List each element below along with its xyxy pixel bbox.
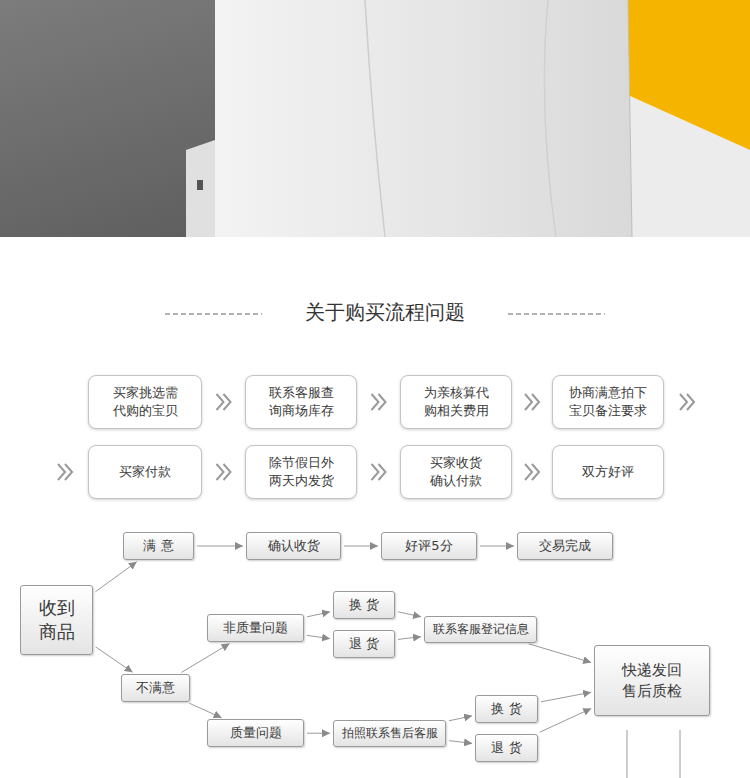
flow-arrow: [197, 546, 243, 547]
flow-arrow: [398, 637, 421, 640]
flow-box: 质量问题: [207, 719, 304, 747]
flow-arrow: [344, 546, 378, 547]
box-label: 退 货: [349, 635, 379, 653]
product-photo: [0, 0, 750, 237]
box-label: 买家挑选需 代购的宝贝: [109, 384, 181, 419]
flow-box: 退 货: [475, 734, 538, 762]
title-dash: [165, 314, 262, 315]
flow-arrow: [480, 546, 514, 547]
flow-arrow: [307, 612, 330, 617]
wall: [628, 0, 750, 237]
box-label: 联系客服登记信息: [433, 621, 529, 637]
flow-chevron: [217, 394, 231, 410]
title-text: 关于购买流程问题: [305, 300, 465, 324]
flow-arrow: [540, 708, 592, 732]
box-label: 确认收货: [268, 537, 320, 555]
process-box: 协商满意拍下 宝贝备注要求: [552, 375, 664, 429]
box-label: 退 货: [491, 739, 521, 757]
bag-edge: [628, 0, 632, 237]
box-label: 双方好评: [582, 463, 634, 481]
box-label: 换 货: [491, 700, 521, 718]
flow-box: 换 货: [475, 695, 538, 723]
box-label: 协商满意拍下 宝贝备注要求: [566, 384, 651, 419]
box-label: 非质量问题: [223, 619, 288, 637]
flow-arrow: [181, 644, 229, 673]
box-label: 为亲核算代 购相关费用: [420, 384, 492, 419]
flow-chevron: [372, 464, 386, 480]
yellow-panel: [628, 0, 750, 150]
flow-chevron: [525, 464, 539, 480]
box-label: 收到 商品: [34, 596, 79, 645]
process-box: 除节假日外 两天内发货: [245, 445, 357, 499]
flow-box: 确认收货: [246, 532, 341, 560]
flow-box: 换 货: [333, 591, 395, 619]
flow-box: 非质量问题: [207, 614, 304, 642]
white-bag: [215, 0, 632, 237]
flow-chevron: [525, 394, 539, 410]
box-label: 联系客服查 询商场库存: [265, 384, 337, 419]
box-label: 质量问题: [230, 724, 282, 742]
flow-arrow: [398, 612, 421, 617]
bag-crease: [365, 0, 385, 237]
side-panel: [186, 140, 215, 237]
box-label: 交易完成: [539, 537, 591, 555]
bag-crease: [544, 0, 556, 237]
flow-chevron: [372, 394, 386, 410]
box-label: 买家收货 确认付款: [427, 454, 486, 489]
flow-arrow: [307, 635, 330, 638]
continuation-line: [680, 730, 681, 778]
process-box: 联系客服查 询商场库存: [245, 375, 357, 429]
flow-box: 联系客服登记信息: [424, 616, 537, 643]
title-dash: [508, 314, 605, 315]
flow-box: 拍照联系售后客服: [333, 720, 446, 747]
process-box: 买家挑选需 代购的宝贝: [88, 375, 202, 429]
box-label: 除节假日外 两天内发货: [265, 454, 337, 489]
box-label: 满 意: [143, 537, 173, 555]
box-label: 不满意: [136, 679, 175, 697]
flow-box: 收到 商品: [20, 585, 93, 655]
flow-box: 退 货: [333, 630, 395, 658]
continuation-line: [627, 730, 628, 778]
flow-arrow: [541, 692, 591, 702]
box-label: 买家付款: [119, 463, 171, 481]
title-block: 关于购买流程问题: [20, 299, 750, 326]
box-label: 好评5分: [405, 537, 452, 555]
flow-arrow: [95, 647, 132, 673]
flow-box: 快递发回 售后质检: [594, 645, 710, 716]
flow-chevron: [217, 464, 231, 480]
box-label: 拍照联系售后客服: [342, 725, 438, 741]
flow-arrow: [449, 716, 472, 721]
flow-arrow: [529, 644, 591, 663]
box-label: 快递发回 售后质检: [618, 660, 686, 701]
process-box: 买家付款: [88, 445, 202, 499]
process-box: 为亲核算代 购相关费用: [400, 375, 512, 429]
process-box: 买家收货 确认付款: [400, 445, 512, 499]
flow-box: 满 意: [123, 532, 194, 560]
process-box: 双方好评: [552, 445, 664, 499]
box-label: 换 货: [349, 596, 379, 614]
flow-box: 好评5分: [381, 532, 477, 560]
flow-box: 不满意: [121, 674, 190, 702]
flow-arrow: [189, 703, 221, 718]
panel-handle: [197, 180, 203, 190]
flow-arrow: [307, 733, 330, 734]
floor: [0, 0, 750, 237]
flow-arrow: [449, 741, 472, 744]
flow-arrow: [95, 562, 136, 592]
flow-box: 交易完成: [517, 532, 613, 560]
